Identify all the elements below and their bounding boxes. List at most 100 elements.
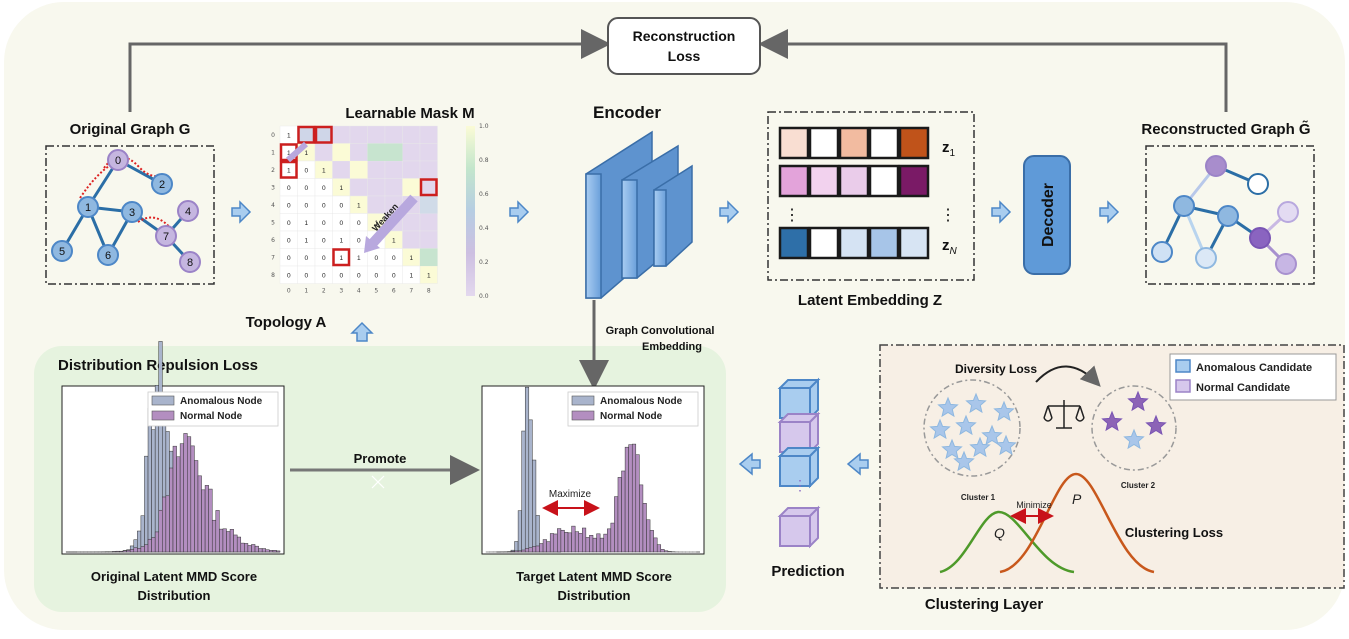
maximize-label: Maximize xyxy=(549,489,592,500)
mask-row-tick: 7 xyxy=(271,254,275,261)
mask-cell xyxy=(403,126,421,144)
mask-row-tick: 1 xyxy=(271,149,275,156)
histogram-bar xyxy=(643,503,647,552)
mask-cell xyxy=(403,231,421,249)
histogram-bar xyxy=(614,497,618,552)
z1-main: z xyxy=(942,139,950,156)
histogram-bar xyxy=(661,549,665,552)
histogram-bar xyxy=(173,446,177,552)
graph-node-label: 0 xyxy=(115,155,121,167)
histogram-bar xyxy=(618,477,622,552)
mask-cell-value: 1 xyxy=(322,167,326,174)
histogram-bar xyxy=(212,520,216,552)
histogram-bar xyxy=(152,430,156,552)
histogram-bar xyxy=(166,496,170,552)
latent-embedding-title: Latent Embedding Z xyxy=(798,292,942,309)
reconstruction-loss-line1: Reconstruction xyxy=(633,28,736,44)
mask-highlight-cell xyxy=(420,196,438,214)
mask-row-tick: 8 xyxy=(271,272,275,279)
mask-cell-value: 1 xyxy=(339,255,343,262)
histogram-bar xyxy=(137,548,141,552)
graph-node-label: 4 xyxy=(185,206,191,218)
mask-cell xyxy=(368,179,386,197)
embedding-cell xyxy=(870,166,898,196)
histogram-bar xyxy=(550,533,554,552)
embedding-cell xyxy=(810,166,838,196)
mask-highlight-cell xyxy=(350,161,368,179)
mask-cell-value: 1 xyxy=(287,167,291,174)
histogram-bar xyxy=(216,510,220,552)
histogram-bar xyxy=(636,455,640,552)
mask-cell xyxy=(385,126,403,144)
mask-cell-value: 1 xyxy=(357,202,361,209)
mask-cell-value: 0 xyxy=(287,255,291,262)
mask-cell-value: 0 xyxy=(357,237,361,244)
legend-anomalous-1: Anomalous Node xyxy=(180,396,263,407)
histogram-bar xyxy=(593,538,597,552)
p-label: P xyxy=(1072,491,1082,507)
legend-anomalous-candidate: Anomalous Candidate xyxy=(1196,362,1312,374)
graph-node-label: 1 xyxy=(85,202,91,214)
mask-cell xyxy=(368,196,386,214)
z1-sub: 1 xyxy=(950,148,956,159)
histogram-bar xyxy=(518,551,522,552)
histogram-bar xyxy=(123,551,127,552)
histogram-bar xyxy=(586,537,590,552)
prediction-dots: ⋮ xyxy=(793,477,807,493)
histogram-bar xyxy=(650,530,654,552)
histogram-bar xyxy=(184,433,188,552)
mask-cell xyxy=(385,179,403,197)
histogram-bar xyxy=(187,437,191,552)
histogram-bar xyxy=(251,544,255,552)
distribution-repulsion-title: Distribution Repulsion Loss xyxy=(58,357,258,374)
mask-cell-value: 1 xyxy=(339,237,343,244)
embedding-cell xyxy=(780,166,808,196)
prediction-cube-side xyxy=(810,508,818,546)
histogram-bar xyxy=(515,551,519,552)
histogram-bar xyxy=(572,526,576,552)
mask-cell xyxy=(333,161,351,179)
mask-cell xyxy=(403,144,421,162)
colorbar-tick: 0.4 xyxy=(479,225,489,232)
decoder-label: Decoder xyxy=(1040,183,1057,247)
mask-cell-value: 0 xyxy=(287,272,291,279)
histogram-bar xyxy=(639,485,643,552)
mask-cell-value: 0 xyxy=(322,220,326,227)
mask-row-tick: 4 xyxy=(271,202,275,209)
colorbar-tick: 0.8 xyxy=(479,157,489,164)
mask-cell xyxy=(403,161,421,179)
histogram-bar xyxy=(582,528,586,552)
histogram-bar xyxy=(607,529,611,552)
histogram-bar xyxy=(194,460,198,552)
histogram-bar xyxy=(654,538,658,552)
mask-cell-value: 0 xyxy=(339,220,343,227)
histogram-bar xyxy=(657,545,661,552)
histogram-bar xyxy=(547,542,551,552)
promote-label: Promote xyxy=(354,451,407,466)
histogram-bar xyxy=(223,529,227,552)
embedding-cell xyxy=(870,128,898,158)
histogram-bar xyxy=(120,551,124,552)
mask-cell xyxy=(420,161,438,179)
mask-cell xyxy=(420,126,438,144)
mask-cell-value: 0 xyxy=(392,272,396,279)
histogram-bar xyxy=(522,550,526,552)
diversity-loss-label: Diversity Loss xyxy=(955,362,1037,376)
mask-cell-value: 0 xyxy=(357,220,361,227)
graph-node-label: 3 xyxy=(129,207,135,219)
mask-highlight-cell xyxy=(315,126,333,144)
reconstruction-loss-line2: Loss xyxy=(668,48,701,64)
histogram-bar xyxy=(237,537,241,552)
histogram-bar xyxy=(668,551,672,552)
embedding-cell xyxy=(840,166,868,196)
mask-cell-value: 0 xyxy=(322,272,326,279)
mask-cell-value: 1 xyxy=(357,255,361,262)
histogram-bar xyxy=(155,532,159,552)
mask-cell-value: 0 xyxy=(322,255,326,262)
histogram-bar xyxy=(180,444,184,552)
mask-cell-value: 0 xyxy=(304,202,308,209)
encoder-title: Encoder xyxy=(593,103,661,122)
mask-col-tick: 8 xyxy=(427,288,431,295)
